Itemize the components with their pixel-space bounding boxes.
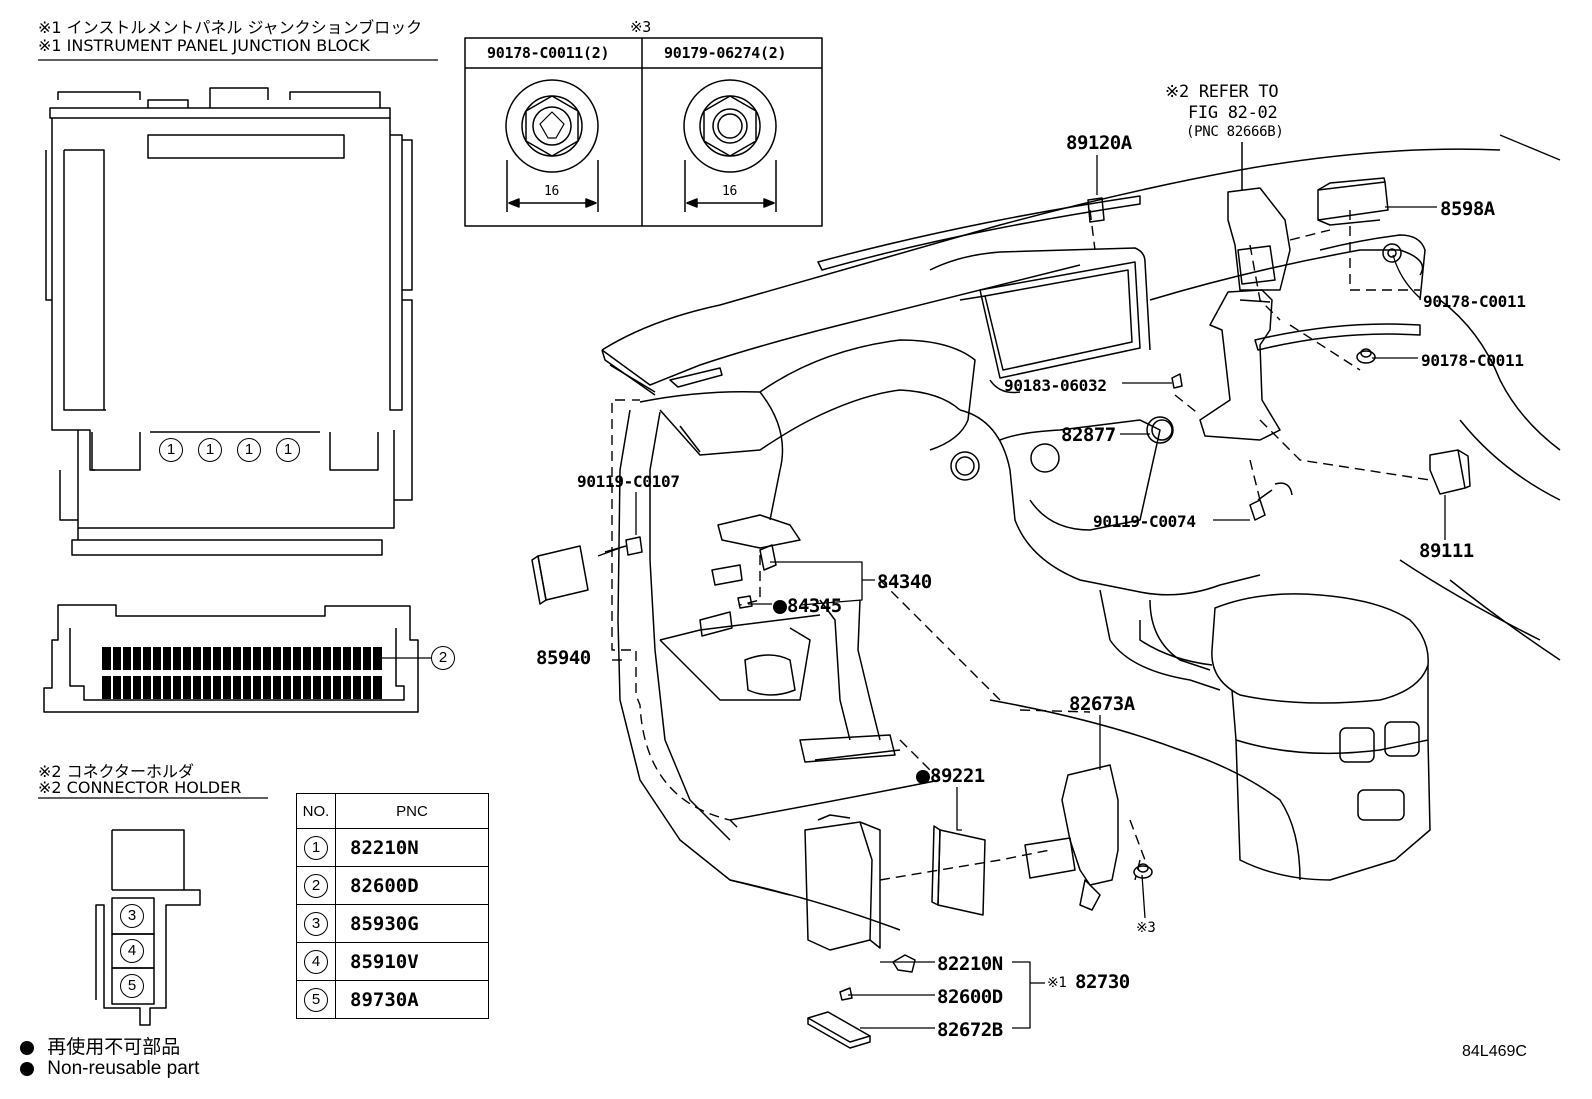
- row-pnc: 82210N: [335, 828, 489, 867]
- label-82730: 82730: [1075, 971, 1130, 993]
- non-reusable-dot-icon: [20, 1061, 34, 1076]
- callout-1b: 1: [198, 438, 222, 462]
- label-82600D: 82600D: [937, 986, 1003, 1008]
- non-reusable-dot-icon: [773, 599, 787, 614]
- callout-1a: 1: [159, 438, 183, 462]
- non-reusable-dot-icon: [20, 1040, 34, 1055]
- row-pnc: 85930G: [335, 904, 489, 943]
- label-90119-C0107: 90119-C0107: [577, 472, 680, 491]
- row-no: 2: [304, 873, 328, 898]
- label-89221: 89221: [916, 765, 985, 787]
- bolt-right-drawing: [683, 79, 777, 212]
- connector-holder-drawing: [95, 829, 201, 1026]
- dashboard-drawing: [601, 148, 1561, 931]
- leader-lines: [597, 134, 1561, 1029]
- bolt-left-part: 90178-C0011(2): [487, 44, 610, 62]
- table-row: 1 82210N: [296, 828, 489, 867]
- pnc-header-pnc: PNC: [335, 793, 489, 829]
- table-row: 5 89730A: [296, 980, 489, 1019]
- non-reusable-dot-icon: [916, 769, 930, 784]
- label-84345: 84345: [773, 595, 842, 617]
- refer-line2: FIG 82-02: [1188, 103, 1278, 123]
- callout-1c: 1: [237, 438, 261, 462]
- label-90183: 90183-06032: [1004, 376, 1107, 395]
- table-row: 3 85930G: [296, 904, 489, 943]
- legend-jp-text: 再使用不可部品: [47, 1037, 181, 1058]
- label-82673A: 82673A: [1069, 693, 1135, 715]
- label-82730-ref: ※1: [1047, 975, 1067, 991]
- table-row: 2 82600D: [296, 866, 489, 905]
- legend-en-text: Non-reusable part: [47, 1058, 200, 1079]
- label-89111: 89111: [1419, 540, 1474, 562]
- callout-5: 5: [120, 974, 144, 998]
- label-89221-text: 89221: [930, 765, 985, 787]
- callout-3: 3: [120, 904, 144, 928]
- connector-holder-title-en: ※2 CONNECTOR HOLDER: [38, 778, 242, 797]
- label-85940: 85940: [536, 647, 591, 669]
- label-8598A: 8598A: [1440, 198, 1495, 220]
- legend-en: Non-reusable part: [20, 1058, 199, 1080]
- connector-holder-title-jp: ※2 コネクターホルダ: [38, 762, 195, 781]
- junction-block-title-jp: ※1 インストルメントパネル ジャンクションブロック: [38, 18, 423, 37]
- connector-holder-bracket: [1199, 142, 1291, 441]
- refer-line3: (PNC 82666B): [1186, 124, 1284, 140]
- junction-block-title-en: ※1 INSTRUMENT PANEL JUNCTION BLOCK: [38, 36, 370, 55]
- row-pnc: 82600D: [335, 866, 489, 905]
- diagram-code: 84L469C: [1462, 1043, 1527, 1060]
- legend-jp: 再使用不可部品: [20, 1032, 180, 1059]
- label-89120A: 89120A: [1066, 132, 1132, 154]
- label-90119-C0074: 90119-C0074: [1093, 512, 1196, 531]
- pnc-header-no: NO.: [296, 793, 336, 829]
- table-row: 4 85910V: [296, 942, 489, 981]
- label-84345-text: 84345: [787, 595, 842, 617]
- refer-line1: ※2 REFER TO: [1165, 82, 1279, 102]
- callout-4: 4: [120, 939, 144, 963]
- label-90178-lower: 90178-C0011: [1421, 351, 1524, 370]
- small-parts: [531, 177, 1471, 1049]
- row-no: 5: [304, 987, 328, 1012]
- label-82672B: 82672B: [937, 1019, 1003, 1041]
- row-pnc: 89730A: [335, 980, 489, 1019]
- bolt-left-dim: 16: [544, 184, 560, 199]
- label-82210N: 82210N: [937, 953, 1003, 975]
- bolt-right-dim: 16: [722, 184, 738, 199]
- label-84340: 84340: [877, 571, 932, 593]
- label-ref3: ※3: [1136, 920, 1156, 936]
- row-no: 4: [304, 949, 328, 974]
- bolt-left-drawing: [505, 79, 599, 212]
- row-no: 3: [304, 911, 328, 936]
- dashed-leaders: [611, 209, 1431, 881]
- callout-2: 2: [431, 646, 455, 670]
- row-no: 1: [304, 835, 328, 860]
- junction-block-bottom: [43, 604, 432, 713]
- bolt-box-frame: [464, 37, 823, 227]
- label-90178-upper: 90178-C0011: [1423, 292, 1526, 311]
- callout-1d: 1: [276, 438, 300, 462]
- pnc-table: NO. PNC 1 82210N 2 82600D 3 85930G 4 859…: [296, 793, 489, 1019]
- bolt-right-part: 90179-06274(2): [664, 44, 787, 62]
- junction-block-front: [45, 87, 413, 556]
- row-pnc: 85910V: [335, 942, 489, 981]
- label-82877: 82877: [1061, 424, 1116, 446]
- pnc-table-header: NO. PNC: [296, 793, 489, 829]
- bolt-box-ref: ※3: [630, 18, 651, 36]
